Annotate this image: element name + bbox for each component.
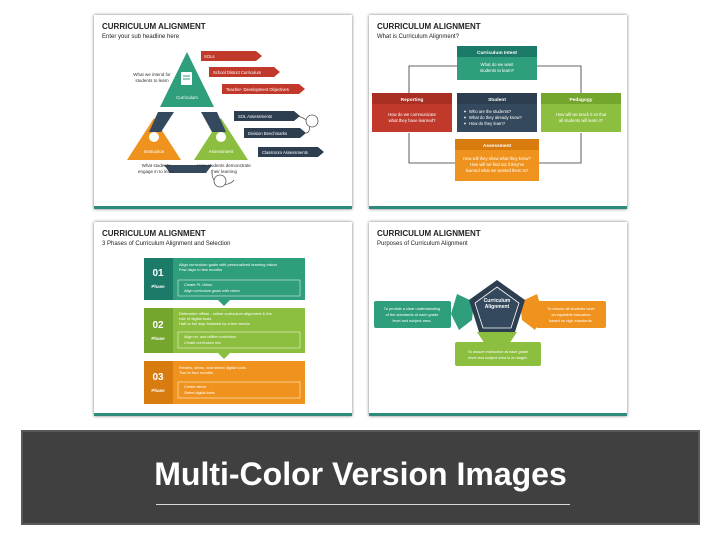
svg-text:level and subject area is on t: level and subject area is on target. [468,355,527,360]
svg-text:level and subject area.: level and subject area. [393,318,432,323]
svg-text:To ensure all students have: To ensure all students have [547,306,594,311]
svg-text:To provide a clear understandi: To provide a clear understanding [384,306,440,311]
svg-text:What do they already know?: What do they already know? [469,115,523,120]
arrow-district [209,67,280,77]
purpose-bottom-box [455,342,541,366]
svg-text:To assure instruction at each: To assure instruction at each grade [468,349,529,354]
assessment-icon [216,132,226,142]
svg-text:Curriculum Intent: Curriculum Intent [477,50,517,56]
slide-title: CURRICULUM ALIGNMENT [102,229,206,238]
engage-note-2: engage in to learn [138,169,175,174]
instruction-icon [149,132,159,142]
svg-text:Phase: Phase [151,284,165,289]
slide-subtitle: Purposes of Curriculum Alignment [377,241,468,247]
svg-text:what they have learned?: what they have learned? [389,118,436,123]
svg-text:01: 01 [152,268,164,279]
demonstrate-note-1: How students demonstrate [197,163,251,168]
pedagogy-box [541,104,621,132]
svg-text:Determine offline - online cur: Determine offline - online curriculum al… [179,311,273,316]
svg-text:Align curriculum goals with vi: Align curriculum goals with vision [183,289,240,293]
svg-text:Reporting: Reporting [401,97,424,103]
svg-text:Align curriculum goals with pe: Align curriculum goals with personalized… [179,262,277,267]
arrow-label-teacher: Teacher- Development Objectives [226,87,289,92]
intend-note-2: students to learn [135,78,169,83]
svg-text:What do we want: What do we want [481,62,515,67]
alignment-cycle-diagram: Curriculum Intent What do we want studen… [372,46,621,181]
curriculum-label: Curriculum [176,95,198,100]
slide-title: CURRICULUM ALIGNMENT [377,22,481,31]
slide-title: CURRICULUM ALIGNMENT [377,229,481,238]
slide-thumbnail-4[interactable]: CURRICULUM ALIGNMENT Purposes of Curricu… [369,222,627,416]
svg-text:Create PL Vision: Create PL Vision [184,283,212,287]
student-box [457,104,537,132]
svg-text:based on high standards.: based on high standards. [549,318,593,323]
svg-text:How will they show what they k: How will they show what they know? [463,156,531,161]
arrow-label-division: Division Benchmarks [248,131,287,136]
svg-text:Who are the students?: Who are the students? [469,109,512,114]
slide-subtitle: What is Curriculum Alignment? [377,34,460,40]
svg-text:Student: Student [488,97,506,103]
svg-text:Curriculum: Curriculum [484,298,511,304]
svg-text:role of digital tools: role of digital tools [179,316,211,321]
svg-text:How will we find out if they'v: How will we find out if they've [470,162,525,167]
svg-text:Phase: Phase [151,388,165,393]
assessment-label: Assessment [209,149,234,154]
svg-text:03: 03 [152,372,164,383]
svg-text:an equitable education: an equitable education [551,312,590,317]
svg-text:Two to four months: Two to four months [179,370,213,375]
svg-text:Phase: Phase [151,336,165,341]
arrow-label-classroom: Classroom Assessments [262,150,308,155]
instruction-label: Instruction [144,149,165,154]
arrow-sols [201,51,262,61]
slide-subtitle: 3 Phases of Curriculum Alignment and Sel… [102,241,231,247]
svg-text:Create demo: Create demo [184,385,206,389]
svg-text:learned what we wanted them to: learned what we wanted them to? [466,168,529,173]
purpose-right-box [536,301,606,328]
svg-text:Pedagogy: Pedagogy [570,97,593,103]
banner-underline [156,504,570,505]
arrow-label-district: School District Curriculum [213,70,262,75]
engage-note-1: What students [142,163,172,168]
purpose-left-box [374,301,451,328]
svg-text:02: 02 [152,320,164,331]
svg-text:Assessment: Assessment [483,143,512,149]
slide-thumbnail-2[interactable]: CURRICULUM ALIGNMENT What is Curriculum … [369,15,627,209]
svg-text:Select digital tools: Select digital tools [184,391,215,395]
svg-text:of the standards at each grade: of the standards at each grade [386,312,439,317]
arrow-teacher [222,84,305,94]
link-icon [305,114,319,128]
assessment-box [455,150,539,181]
link-icon-2 [213,174,227,188]
svg-text:Create curriculum mix: Create curriculum mix [184,341,222,345]
intent-box [457,57,537,80]
arrow-division [244,128,306,138]
purposes-diagram: Curriculum Alignment To provide a clear … [374,280,606,366]
svg-text:Review, demo, and select digit: Review, demo, and select digital tools [179,365,246,370]
demonstrate-note-2: their learning [211,169,238,174]
intend-note-1: What we intend for [133,72,171,77]
svg-text:How do we communicate: How do we communicate [388,112,437,117]
banner-title: Multi-Color Version Images [154,456,567,492]
svg-text:Align on- and offline curricul: Align on- and offline curriculum [183,335,236,339]
slide-subtitle: Enter your sub headline here [102,34,180,40]
version-banner: Multi-Color Version Images [21,430,700,525]
svg-text:Half or full day, followed by: Half or full day, followed by a few week… [179,321,250,326]
slide-thumbnail-3[interactable]: CURRICULUM ALIGNMENT 3 Phases of Curricu… [94,222,352,416]
arrow-label-sol-assessments: SOL Assessments [238,114,272,119]
intent-header [457,46,537,57]
slide-thumbnail-1[interactable]: CURRICULUM ALIGNMENT Enter your sub head… [94,15,352,209]
arrow-classroom [258,147,324,157]
svg-text:all students will learn it?: all students will learn it? [559,118,604,123]
arrow-label-sols: SOLs [204,54,214,59]
svg-text:How do they learn?: How do they learn? [469,121,506,126]
svg-text:Few days to few months: Few days to few months [179,267,222,272]
svg-text:How will we teach it so that: How will we teach it so that [556,112,607,117]
svg-text:Alignment: Alignment [485,304,510,310]
svg-text:students to learn?: students to learn? [480,68,515,73]
arrow-sol-assessments [234,111,300,121]
phases-diagram: 01 Phase Align curriculum goals with per… [144,258,305,404]
slide-title: CURRICULUM ALIGNMENT [102,22,206,31]
reporting-box [372,104,452,132]
triangle-diagram: Curriculum Instruction Assessment What w… [127,51,324,188]
